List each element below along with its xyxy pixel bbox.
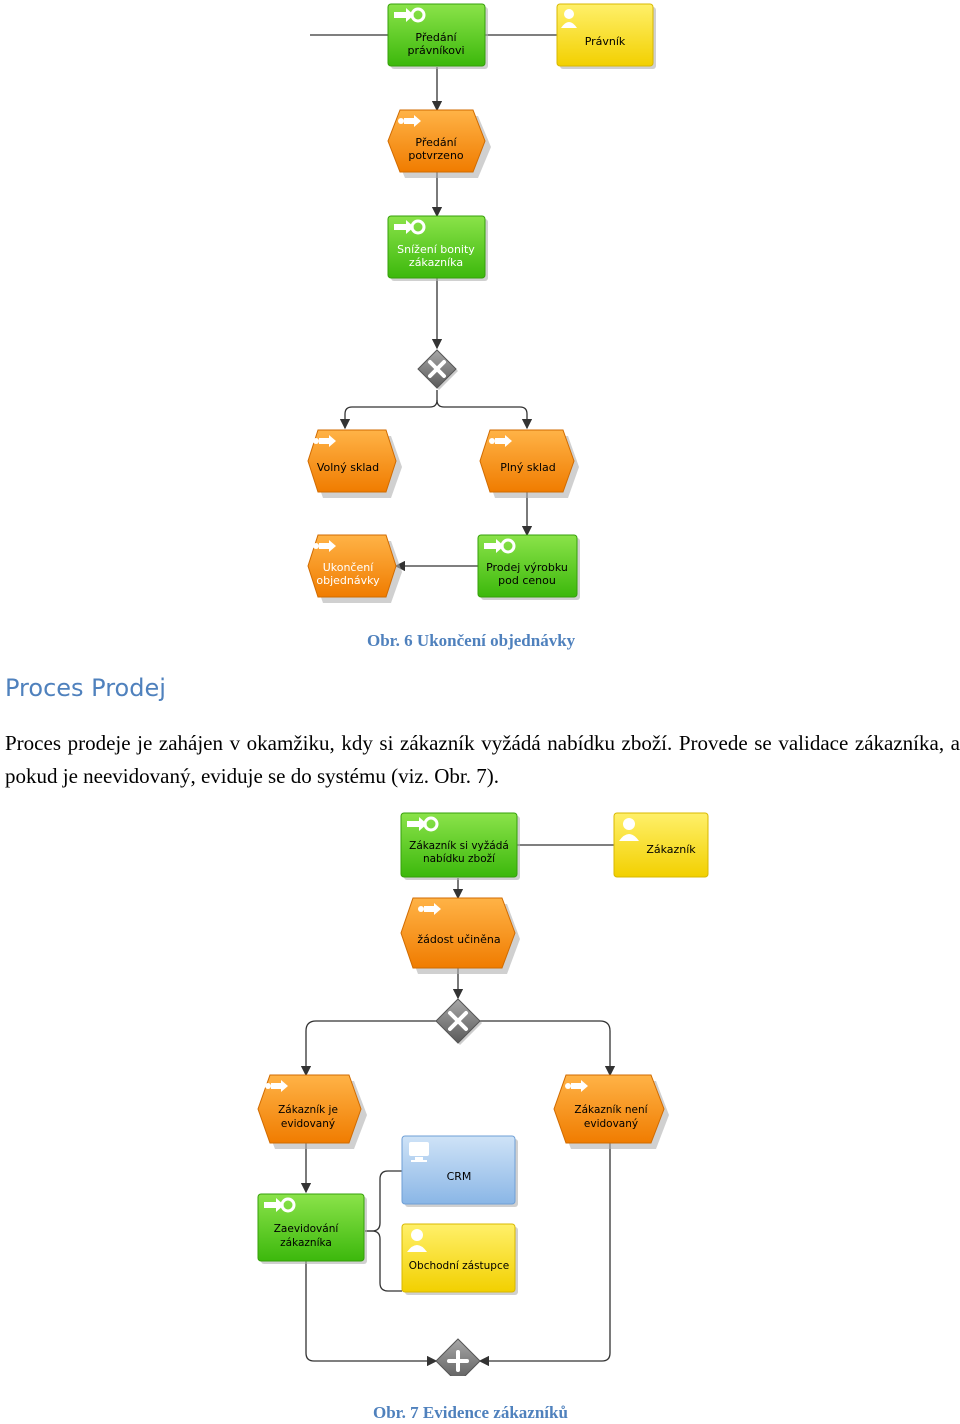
xor-icon [428, 360, 446, 378]
event-arrow-icon [565, 1080, 588, 1092]
paragraph-line-1: Proces prodeje je zahájen v okamžiku, kd… [5, 731, 673, 755]
edge-join [478, 1143, 611, 1367]
gear-arrow-icon [264, 1197, 296, 1213]
connectors [300, 844, 616, 1367]
gear-arrow-icon [394, 219, 426, 235]
event-arrow-icon [398, 115, 421, 127]
person-icon [619, 818, 639, 841]
monitor-icon [409, 1142, 429, 1162]
node-label: Zaevidování [274, 1223, 340, 1235]
xor-icon [448, 1011, 468, 1031]
node-label: Volný sklad [317, 461, 379, 474]
system-crm[interactable]: CRM [401, 1135, 518, 1207]
node-label: zákazníka [409, 256, 463, 269]
gear-arrow-icon [407, 816, 439, 832]
node-label: žádost učiněna [417, 933, 500, 946]
edge-join [305, 1261, 438, 1367]
event-arrow-icon [489, 435, 512, 447]
section-heading: Proces Prodej [5, 674, 166, 702]
edge-system [365, 1170, 402, 1232]
node-label: objednávky [316, 574, 380, 587]
function-zaevidovani-zakaznika[interactable]: Zaevidování zákazníka [257, 1193, 367, 1264]
node-label: Zákazník je [278, 1104, 338, 1116]
node-label: Obchodní zástupce [409, 1260, 509, 1272]
xor-gateway[interactable] [417, 349, 458, 390]
node-label: Snížení bonity [397, 243, 475, 256]
node-label: Plný sklad [500, 461, 556, 474]
node-label: Zákazník si vyžádá [409, 840, 509, 852]
connectors [310, 34, 557, 572]
event-zakaznik-neni-evidovany[interactable]: Zákazník není evidovaný [553, 1074, 669, 1149]
event-arrow-icon [313, 435, 336, 447]
event-arrow-icon [313, 540, 336, 552]
role-zakaznik[interactable]: Zákazník [613, 812, 709, 878]
node-label: Ukončení [323, 561, 375, 574]
paragraph-rest: Provede se validace zákazníka, a pokud j… [5, 731, 960, 788]
person-icon [561, 9, 577, 28]
edge-split [478, 1020, 616, 1077]
edge-role [365, 1230, 402, 1292]
edge-split [436, 399, 533, 430]
role-pravnik[interactable]: Právník [556, 3, 656, 69]
diagram-crop-mask [0, 1376, 960, 1424]
xor-join-gateway[interactable] [435, 1338, 481, 1384]
role-obchodni-zastupce[interactable]: Obchodní zástupce [401, 1223, 518, 1295]
gear-arrow-icon [394, 7, 426, 23]
node-label: Předání [415, 136, 457, 149]
node-label: Prodej výrobku [486, 561, 568, 574]
person-icon [407, 1229, 427, 1252]
edge-split [339, 390, 438, 430]
node-label: Zákazník není [574, 1104, 648, 1116]
figure-caption-obr-6: Obr. 6 Ukončení objednávky [367, 631, 576, 650]
event-arrow-icon [265, 1080, 288, 1092]
event-zadost-ucinena[interactable]: žádost učiněna [400, 897, 520, 974]
event-plny-sklad[interactable]: Plný sklad [479, 429, 579, 498]
node-label: Zákazník [646, 843, 696, 856]
node-label: evidovaný [281, 1118, 335, 1130]
node-label: nabídku zboží [423, 853, 496, 865]
node-label: právníkovi [407, 44, 464, 57]
node-label: Předání [415, 31, 457, 44]
node-label: zákazníka [280, 1237, 332, 1249]
edge-split [300, 1020, 438, 1077]
node-label: CRM [447, 1170, 472, 1183]
gear-arrow-icon [484, 538, 516, 554]
event-volny-sklad[interactable]: Volný sklad [307, 429, 402, 498]
event-arrow-icon [418, 903, 441, 915]
xor-gateway[interactable] [435, 998, 482, 1045]
node-label: pod cenou [498, 574, 556, 587]
plus-icon [447, 1350, 469, 1372]
event-zakaznik-je-evidovany[interactable]: Zákazník je evidovaný [257, 1074, 367, 1149]
figure-caption-obr-7: Obr. 7 Evidence zákazníků [373, 1403, 568, 1422]
node-label: potvrzeno [408, 149, 464, 162]
section-paragraph: Proces prodeje je zahájen v okamžiku, kd… [5, 727, 960, 793]
node-label: Právník [585, 35, 626, 48]
node-label: evidovaný [584, 1118, 638, 1130]
